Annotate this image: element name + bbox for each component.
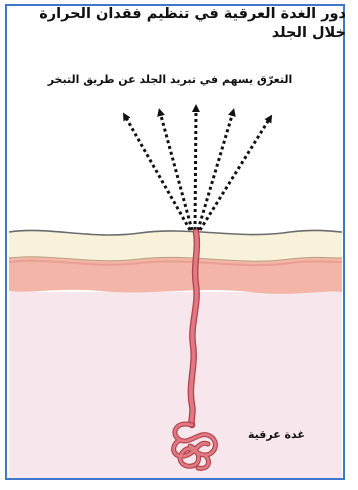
evaporation-arrow xyxy=(125,116,190,230)
evaporation-caption: التعرّق يسهم في تبريد الجلد عن طريق التب… xyxy=(10,73,330,86)
sweat-gland-label: غدة عرقية xyxy=(248,428,305,441)
evaporation-arrow xyxy=(160,112,192,230)
evaporation-arrow xyxy=(198,112,233,230)
evaporation-arrow xyxy=(195,108,196,230)
evaporation-arrows xyxy=(125,108,270,230)
outer-skin-layer xyxy=(9,230,342,261)
evaporation-arrow xyxy=(200,118,270,230)
